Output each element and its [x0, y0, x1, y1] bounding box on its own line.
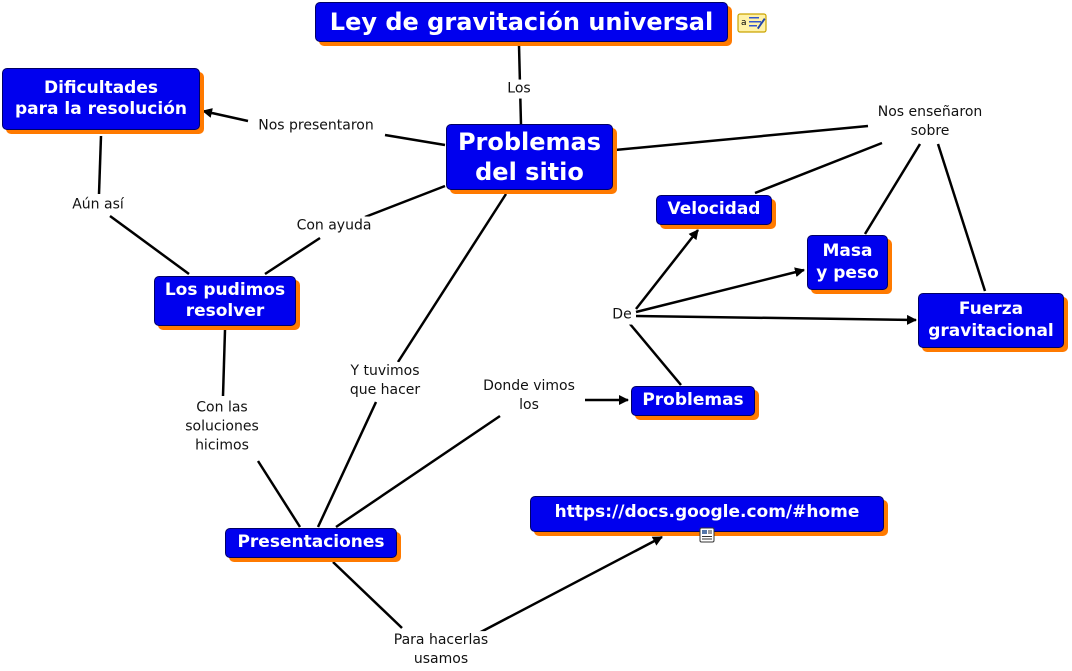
- problemas-del-sitio-node[interactable]: Problemas del sitio: [446, 124, 613, 190]
- title-node[interactable]: Ley de gravitación universal: [315, 2, 728, 42]
- label-de: De: [609, 305, 635, 325]
- label-los: Los: [504, 79, 534, 99]
- note-edit-icon[interactable]: a: [737, 12, 767, 34]
- label-con-ayuda: Con ayuda: [293, 216, 375, 236]
- label-con-las-soluciones-hicimos: Con las soluciones hicimos: [182, 398, 262, 456]
- svg-text:a: a: [741, 18, 747, 28]
- problemas-node[interactable]: Problemas: [631, 386, 755, 416]
- label-nos-presentaron: Nos presentaron: [255, 116, 377, 136]
- velocidad-node[interactable]: Velocidad: [656, 195, 772, 225]
- masa-y-peso-node[interactable]: Masa y peso: [807, 235, 888, 290]
- label-aun-asi: Aún así: [69, 195, 127, 215]
- presentaciones-node[interactable]: Presentaciones: [225, 528, 397, 558]
- label-y-tuvimos-que-hacer: Y tuvimos que hacer: [346, 362, 424, 400]
- label-para-hacerlas-usamos: Para hacerlas usamos: [390, 631, 492, 669]
- label-nos-ensenaron-sobre: Nos enseñaron sobre: [874, 103, 986, 141]
- dificultades-node[interactable]: Dificultades para la resolución: [2, 68, 200, 130]
- label-donde-vimos-los: Donde vimos los: [480, 377, 578, 415]
- fuerza-gravitacional-node[interactable]: Fuerza gravitacional: [918, 293, 1064, 348]
- document-icon[interactable]: [699, 527, 715, 543]
- los-pudimos-resolver-node[interactable]: Los pudimos resolver: [154, 276, 296, 326]
- url-node[interactable]: https://docs.google.com/#home: [530, 496, 884, 532]
